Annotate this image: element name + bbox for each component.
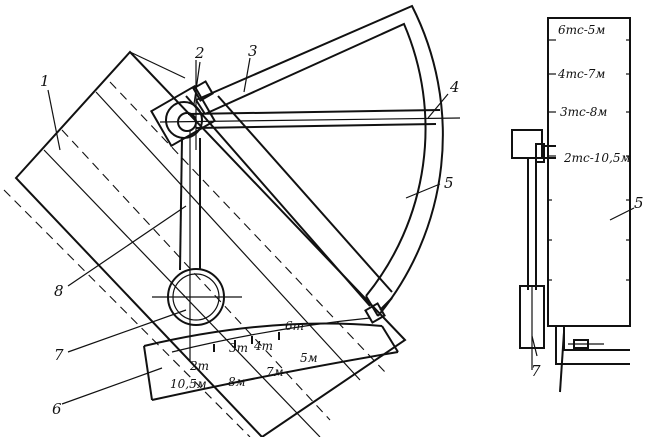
scale-label-4ts-7m: 4тс-7м — [557, 67, 605, 81]
dial-plate — [143, 317, 399, 401]
callout-8: 8 — [54, 282, 64, 300]
callout-5: 5 — [444, 174, 454, 192]
scale-label-6ts-5m: 6тс-5м — [558, 23, 605, 37]
callout-3: 3 — [248, 42, 258, 60]
side-callout-7: 7 — [531, 362, 541, 380]
dial-reach-5m: 5м — [300, 351, 318, 365]
dial-reach-8m: 8м — [228, 375, 246, 389]
lower-bolt — [364, 297, 393, 324]
pendulum-rod — [179, 130, 201, 360]
indicator-arm — [159, 109, 461, 129]
dial-load-4t: 4т — [253, 339, 273, 353]
counterweight — [152, 268, 242, 326]
scale-label-3ts-8m: 3тс-8м — [560, 105, 607, 119]
dial-load-3t: 3т — [229, 341, 248, 355]
dial-reach-7m: 7м — [266, 365, 284, 379]
callout-7: 7 — [54, 346, 64, 364]
sector-frame — [185, 4, 444, 317]
dial-load-6t: 6т — [285, 319, 304, 333]
pivot-joint — [149, 60, 217, 150]
side-view — [511, 17, 635, 393]
dial-reach-10-5m: 10,5м — [170, 377, 207, 391]
side-callout-5: 5 — [634, 194, 644, 212]
callout-4: 4 — [449, 78, 460, 96]
scale-label-2ts-10-5m: 2тс-10,5м — [563, 151, 631, 165]
callout-2: 2 — [194, 44, 205, 62]
callout-6: 6 — [52, 400, 62, 418]
callout-1: 1 — [40, 72, 50, 90]
dial-load-2t: 2т — [189, 359, 209, 373]
leader-lines — [47, 57, 449, 405]
